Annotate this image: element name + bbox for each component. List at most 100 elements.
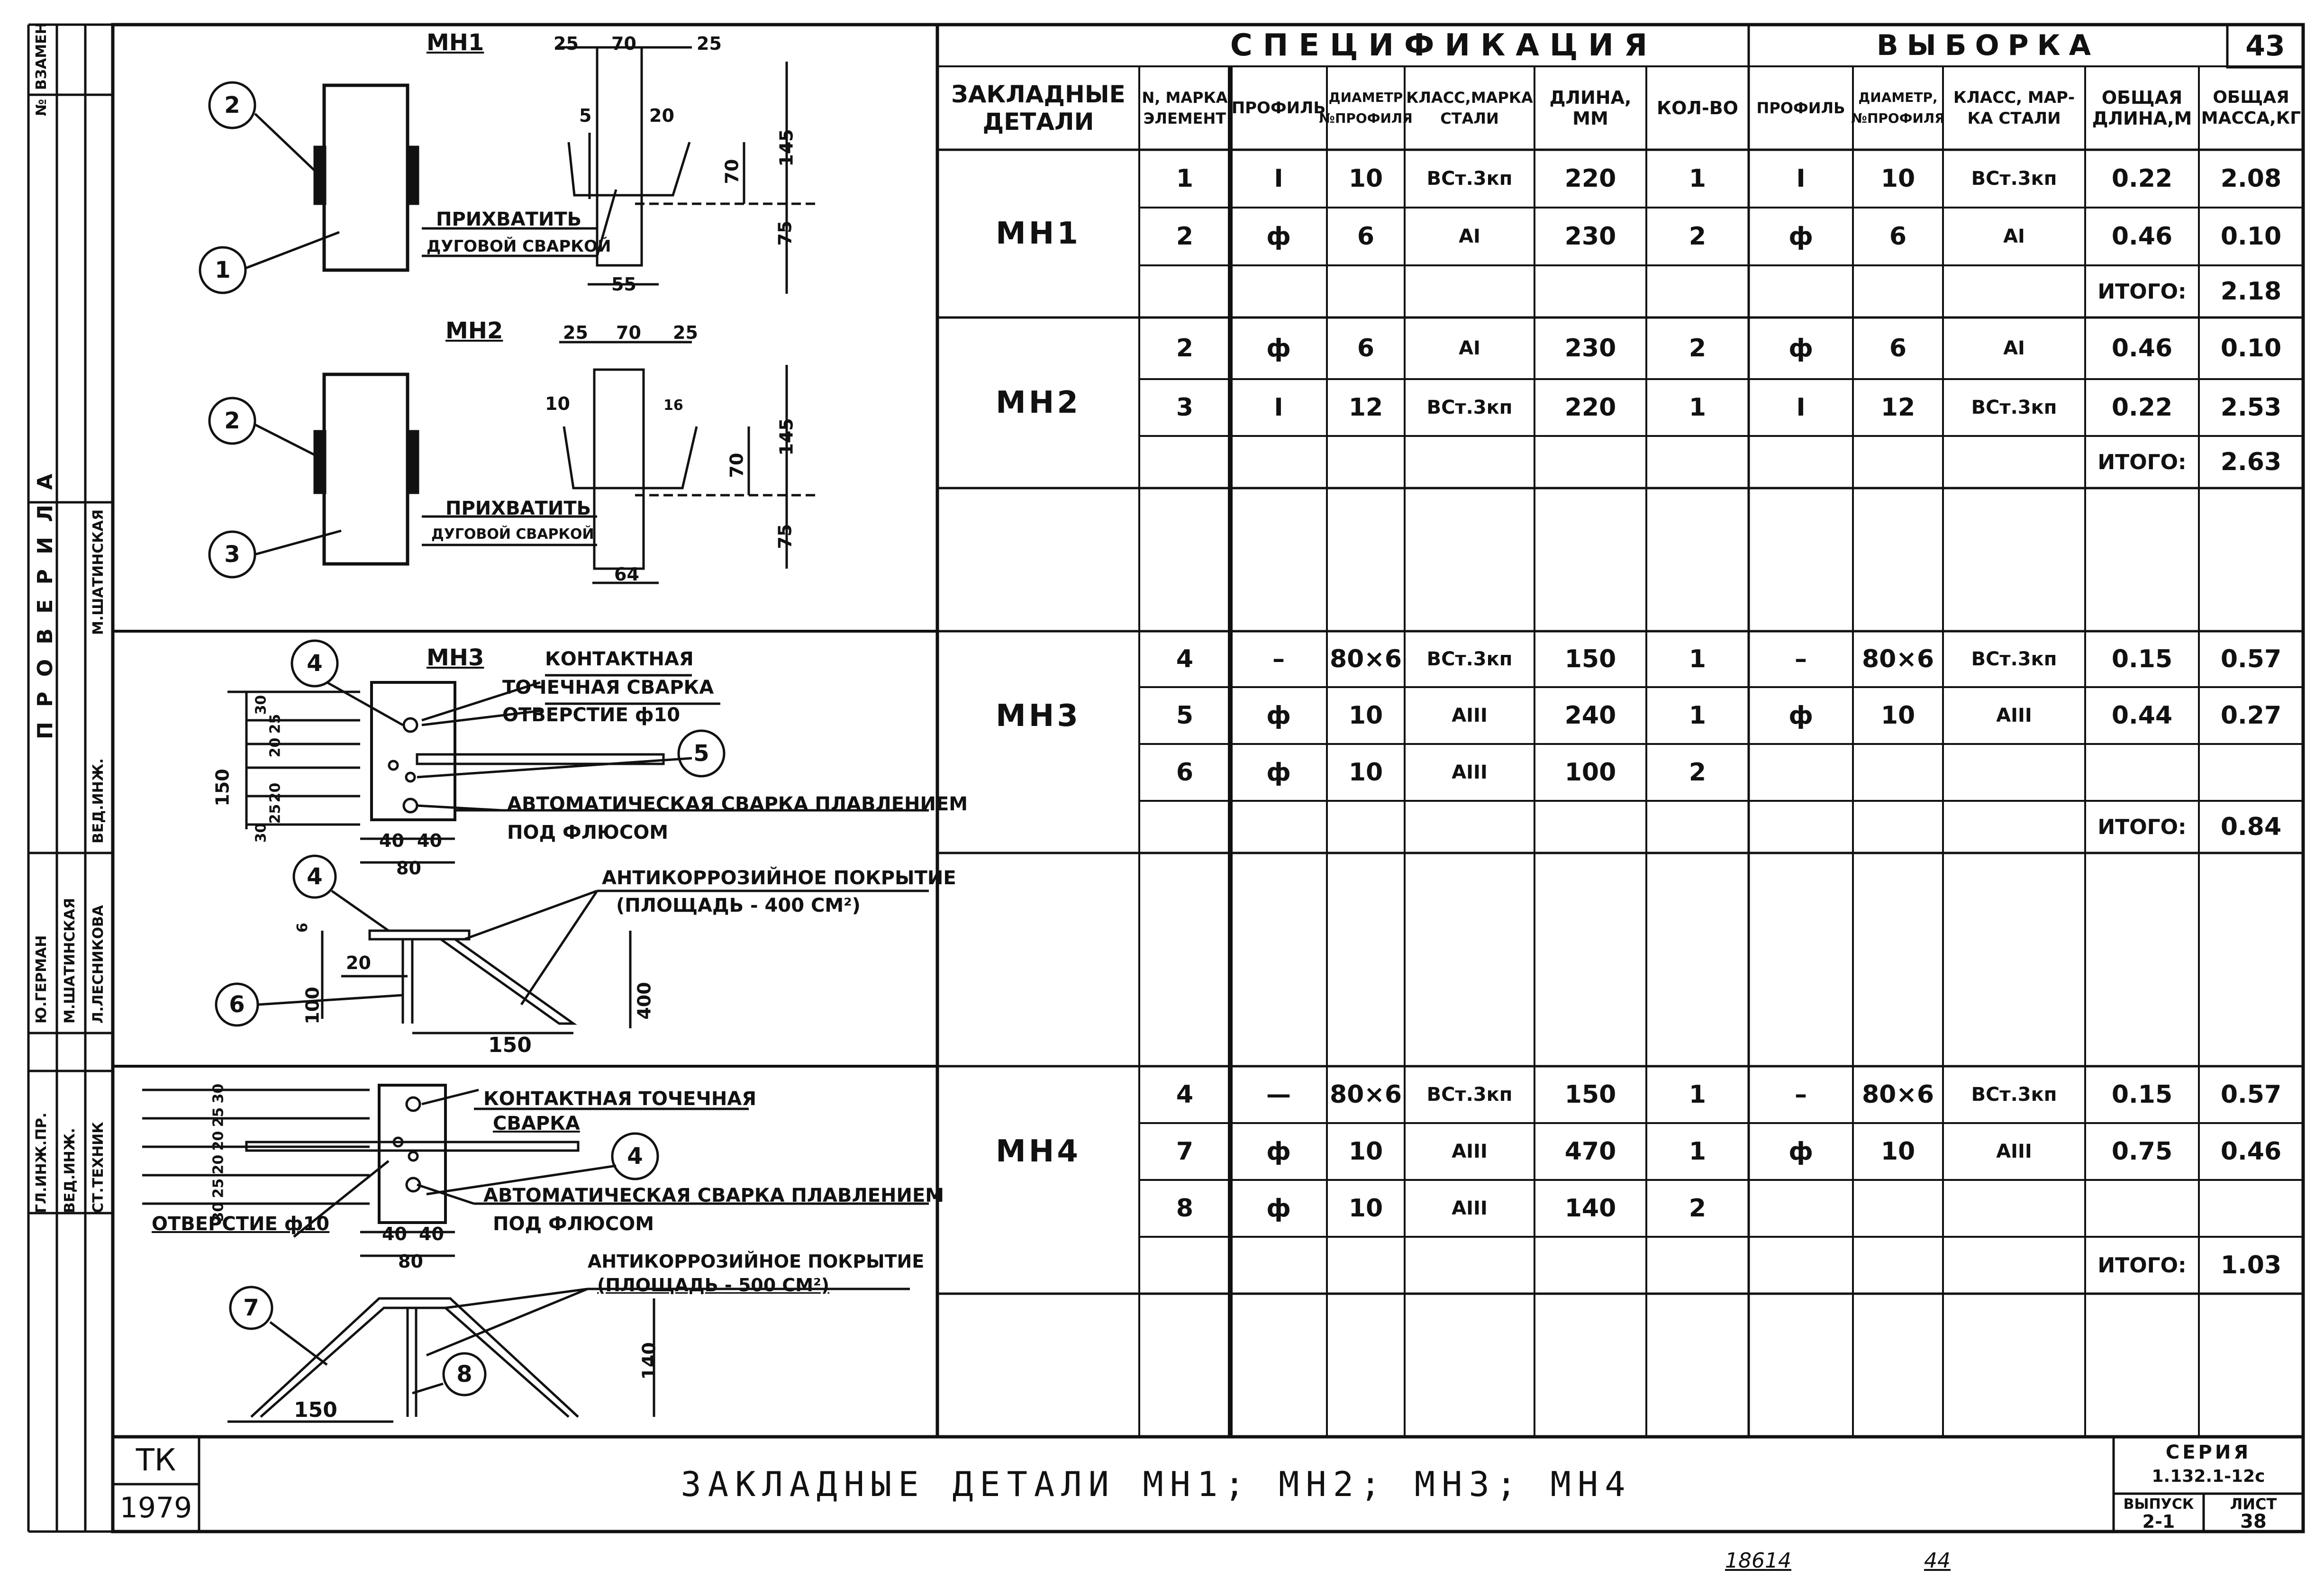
cell-mark: 2	[1176, 334, 1194, 363]
mn4-note-contact-1: КОНТАКТНАЯ ТОЧЕЧНАЯ	[483, 1088, 757, 1110]
mn3-dim-100: 100	[302, 987, 323, 1025]
bottom-sheet: 44	[1924, 1549, 1951, 1573]
mn3-callout-6: 6	[229, 991, 245, 1018]
mn1-callout-2: 2	[224, 92, 240, 118]
header-total-mass-1: ОБЩАЯ	[2213, 88, 2289, 107]
cell-mark: 7	[1176, 1137, 1194, 1166]
mn2-title: МН2	[445, 317, 503, 344]
cell-length: 240	[1564, 701, 1616, 730]
mn1-drawing	[199, 46, 815, 294]
title-year: 1979	[119, 1491, 192, 1524]
mn4-dim-80: 80	[398, 1251, 423, 1272]
mn3-dim-150b: 150	[488, 1033, 532, 1057]
cell-total-mass: 0.57	[2220, 1080, 2282, 1109]
sheet-value: 38	[2240, 1511, 2267, 1533]
mn4-callout-7: 7	[243, 1295, 259, 1321]
cell-profile: —	[1266, 1080, 1291, 1109]
cell-v-diameter: 80×6	[1861, 1080, 1934, 1109]
cell-profile: ф	[1266, 1137, 1291, 1166]
cell-v-class: АIII	[1996, 705, 2032, 726]
cell-length: 150	[1564, 1080, 1616, 1109]
mn4-dim-30a: 30	[210, 1083, 227, 1104]
mn3-dim-20a: 20	[267, 737, 284, 758]
cell-length: 220	[1564, 393, 1616, 422]
cell-total-mass: 2.08	[2220, 164, 2282, 193]
cell-v-diameter: 6	[1889, 222, 1907, 251]
vyborka-title: ВЫБОРКА	[1876, 29, 2100, 62]
cell-length: 100	[1564, 758, 1616, 787]
cell-v-profile: –	[1795, 1080, 1807, 1109]
cell-total-mass: 0.10	[2220, 222, 2282, 251]
stamp-proverila: П Р О В Е Р И Л А	[33, 470, 57, 739]
mn3-note-coat-2: (ПЛОЩАДЬ - 400 СМ²)	[616, 895, 861, 916]
cell-total-length: 0.15	[2111, 1080, 2173, 1109]
mn3-title: МН3	[427, 644, 484, 671]
cell-diameter: 6	[1357, 222, 1375, 251]
cell-class: ВСт.3кп	[1426, 1084, 1513, 1106]
mn4-note-hole: ОТВЕРСТИЕ ф10	[152, 1213, 330, 1235]
cell-diameter: 12	[1348, 393, 1383, 422]
cell-v-profile: ф	[1788, 701, 1813, 730]
mn1-dim-55: 55	[611, 274, 636, 295]
mn4-dim-25a: 25	[210, 1107, 227, 1127]
cell-mark: 6	[1176, 758, 1194, 787]
series-value: 1.132.1-12с	[2152, 1466, 2265, 1486]
mn1-weld-1: ПРИХВАТИТЬ	[436, 209, 582, 230]
mn3-dim-20: 20	[346, 952, 371, 973]
mn2-dim-64: 64	[614, 564, 639, 585]
header-qty-1: КОЛ-ВО	[1657, 98, 1738, 118]
cell-mark: 3	[1176, 393, 1194, 422]
cell-total-length: ИТОГО:	[2097, 279, 2187, 304]
mn2-dim-10: 10	[545, 393, 570, 414]
cell-total-mass: 0.46	[2220, 1137, 2282, 1166]
mn1-weld-2: ДУГОВОЙ СВАРКОЙ	[427, 237, 611, 256]
header-v-profile: ПРОФИЛЬ	[1749, 66, 1853, 150]
cell-qty: 1	[1689, 393, 1707, 422]
mn4-dim-40b: 40	[419, 1224, 444, 1244]
cell-v-class: ВСт.3кп	[1971, 1084, 2057, 1106]
cell-total-mass: 1.03	[2220, 1251, 2282, 1279]
cell-length: 230	[1564, 222, 1616, 251]
cell-total-mass: 0.10	[2220, 334, 2282, 363]
mn2-dim-70: 70	[616, 322, 641, 343]
mn4-note-auto-2: ПОД ФЛЮСОМ	[493, 1213, 654, 1235]
cell-mark: 1	[1176, 164, 1194, 193]
header-profile-1: ПРОФИЛЬ	[1231, 99, 1326, 118]
mn1-dim-70: 70	[611, 33, 636, 54]
header-class: КЛАСС,МАРКА СТАЛИ	[1405, 66, 1534, 150]
mn3-note-contact-1: КОНТАКТНАЯ	[545, 648, 694, 670]
cell-profile: –	[1272, 645, 1285, 673]
mn4-note-contact-2: СВАРКА	[493, 1113, 580, 1134]
cell-qty: 1	[1689, 1137, 1707, 1166]
cell-v-profile: ф	[1788, 1137, 1813, 1166]
cell-v-class: ВСт.3кп	[1971, 397, 2057, 418]
mn4-callout-8: 8	[456, 1361, 472, 1387]
mn3-dim-30a: 30	[253, 695, 270, 715]
sheet-frame	[111, 23, 2305, 1533]
cell-total-length: ИТОГО:	[2097, 450, 2187, 474]
cell-diameter: 80×6	[1329, 645, 1402, 673]
cell-mark: 4	[1176, 1080, 1194, 1109]
mn3-dim-40b: 40	[417, 830, 442, 851]
mn1-dim-70v: 70	[721, 159, 743, 184]
cell-v-diameter: 6	[1889, 334, 1907, 363]
cell-diameter: 10	[1348, 758, 1383, 787]
cell-qty: 1	[1689, 701, 1707, 730]
mn4-dim-30b: 30	[210, 1202, 227, 1222]
cell-diameter: 10	[1348, 1137, 1383, 1166]
sheet-label: ЛИСТ	[2230, 1495, 2277, 1513]
cell-total-length: 0.15	[2111, 645, 2173, 673]
cell-length: 150	[1564, 645, 1616, 673]
mn4-dim-20b: 20	[210, 1154, 227, 1175]
header-length-2: ММ	[1572, 108, 1608, 129]
mn4-dim-150: 150	[294, 1398, 337, 1422]
cell-length: 470	[1564, 1137, 1616, 1166]
cell-class: АIII	[1452, 762, 1488, 783]
cell-mark: 8	[1176, 1194, 1194, 1223]
mn2-callout-3: 3	[224, 541, 240, 568]
cell-total-mass: 2.53	[2220, 393, 2282, 422]
cell-qty: 2	[1689, 334, 1707, 363]
series-label: СЕРИЯ	[2165, 1442, 2251, 1463]
mn3-dim-25b: 25	[267, 804, 284, 824]
